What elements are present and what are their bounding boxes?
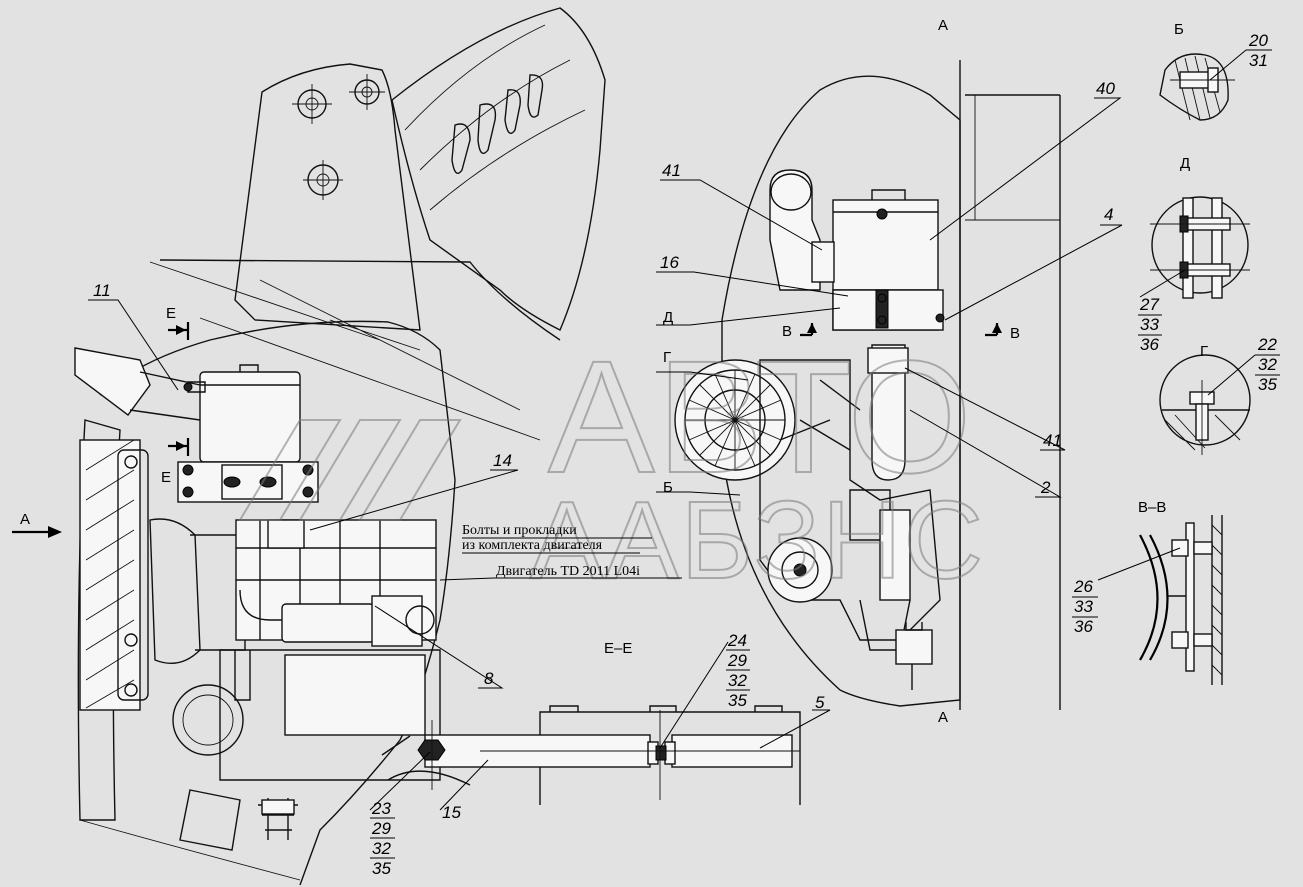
- stack-22-2: 32: [1258, 355, 1277, 374]
- view-a-engine: [674, 60, 1061, 710]
- filter-clamp: [177, 461, 319, 503]
- oil-pan: [284, 654, 426, 736]
- callout-41-top: 41: [662, 161, 681, 180]
- fan-hub: [149, 518, 201, 664]
- watermark: АВТО ААБЗНС: [238, 326, 985, 603]
- section-vv-title: В–В: [1138, 499, 1166, 516]
- stack-24-1: 24: [727, 631, 747, 650]
- callout-41-bottom: 41: [1043, 431, 1062, 450]
- notes: Болты и прокладки из комплекта двигателя…: [462, 523, 640, 579]
- section-marks-left: [12, 322, 190, 538]
- stack-24-3: 32: [728, 671, 747, 690]
- detail-g-ref: Г: [663, 349, 671, 366]
- detail-b-ref: Б: [663, 479, 673, 496]
- stack-23-3: 32: [372, 839, 391, 858]
- leaders: [88, 49, 1272, 811]
- view-labels: А А А Б Б Д Д Г Г В–В В В Е–Е Е Е: [20, 17, 1208, 726]
- callout-5: 5: [815, 693, 825, 712]
- stack-22-1: 22: [1257, 335, 1277, 354]
- detail-d: [1150, 196, 1250, 299]
- callout-40: 40: [1096, 79, 1115, 98]
- stack-26-2: 33: [1074, 597, 1093, 616]
- detail-g: [1159, 354, 1251, 455]
- section-v-right: В: [1010, 325, 1020, 342]
- stack-27-1: 27: [1139, 295, 1159, 314]
- stack-27-2: 33: [1140, 315, 1159, 334]
- detail-d-ref: Д: [663, 309, 673, 326]
- stack-20-2: 31: [1249, 51, 1268, 70]
- cab-outline: [99, 320, 456, 886]
- engine-mount-right: [895, 629, 933, 665]
- detail-d-title: Д: [1180, 155, 1190, 172]
- stack-24-4: 35: [728, 691, 747, 710]
- callout-11: 11: [93, 281, 111, 300]
- watermark-line-2: ААБЗНС: [530, 479, 985, 602]
- section-vv: [1139, 515, 1223, 685]
- cab-frame-outline: [721, 75, 961, 707]
- intake-pipe: [871, 344, 906, 481]
- callout-4: 4: [1104, 205, 1113, 224]
- callout-labels: 11 14 8 15 5 41 16 40 4 41 2: [93, 79, 1115, 822]
- stack-26-3: 36: [1074, 617, 1093, 636]
- left-engine-view: [74, 7, 606, 886]
- section-ee-title: Е–Е: [604, 640, 632, 657]
- section-v-left: В: [782, 323, 792, 340]
- note-bolts-1: Болты и прокладки: [462, 523, 577, 538]
- watermark-line-1: АВТО: [548, 327, 974, 506]
- detail-g-title: Г: [1200, 343, 1208, 360]
- stack-26-1: 26: [1073, 577, 1093, 596]
- view-a-arrow-label: А: [20, 511, 30, 528]
- note-engine: Двигатель TD 2011 L04i: [496, 564, 640, 579]
- intake-tower: [769, 169, 821, 291]
- section-ee: [381, 705, 801, 805]
- mounting-bracket-plate: [234, 63, 421, 331]
- watermark-logo: [238, 419, 462, 521]
- stack-23-4: 35: [372, 859, 391, 878]
- section-marks-right: [800, 323, 1002, 337]
- exhaust-muffler: [281, 603, 375, 643]
- stack-27-3: 36: [1140, 335, 1159, 354]
- hood-panel: [391, 7, 606, 331]
- stacked-callouts: 20 31 27 33 36 22 32 35 26 33 36 24 29 3…: [370, 31, 1280, 878]
- detail-b: [1159, 53, 1235, 121]
- stack-20-1: 20: [1248, 31, 1268, 50]
- flywheel: [172, 684, 244, 756]
- callout-16: 16: [660, 253, 679, 272]
- stack-24-2: 29: [727, 651, 747, 670]
- note-bolts-2: из комплекта двигателя: [462, 538, 603, 553]
- intake-elbow: [74, 347, 151, 416]
- callout-8: 8: [484, 669, 494, 688]
- callout-14: 14: [493, 451, 512, 470]
- callout-15: 15: [442, 803, 461, 822]
- stack-22-3: 35: [1258, 375, 1277, 394]
- stack-23-1: 23: [371, 799, 391, 818]
- section-e-bottom: Е: [161, 469, 171, 486]
- stack-23-2: 29: [371, 819, 391, 838]
- detail-b-title: Б: [1174, 21, 1184, 38]
- callout-2: 2: [1040, 478, 1051, 497]
- view-a-label: А: [938, 17, 948, 34]
- view-a-bottom-label: А: [938, 709, 948, 726]
- section-e-top: Е: [166, 305, 176, 322]
